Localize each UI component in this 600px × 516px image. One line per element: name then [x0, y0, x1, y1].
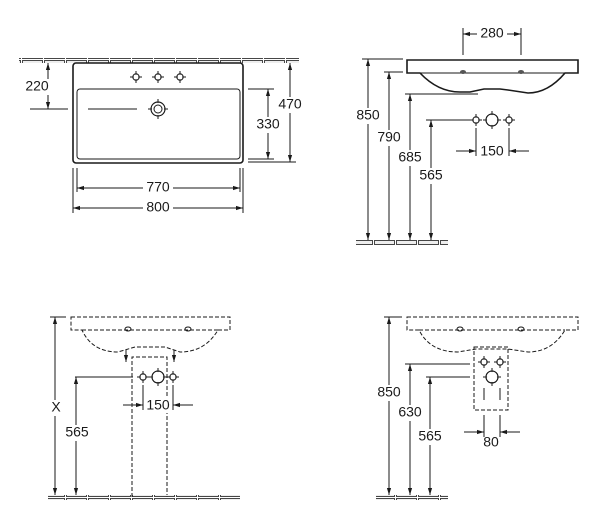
basin-outline-dashed — [70, 316, 231, 353]
wall-line — [19, 58, 299, 63]
dim-685-label: 685 — [398, 149, 422, 165]
basin-outline-dashed — [406, 316, 579, 353]
dim-850-label: 850 — [356, 107, 380, 123]
pedestal-dashed — [131, 356, 168, 497]
basin-profile — [406, 59, 579, 94]
dim-80-label: 80 — [483, 434, 499, 450]
dim-770-label: 770 — [146, 179, 170, 195]
dim-630-label: 630 — [398, 404, 422, 420]
dim-220-label: 220 — [25, 78, 49, 94]
outlet-connection-icon — [482, 110, 502, 130]
dim-330-label: 330 — [256, 116, 280, 132]
tap-hole-icon — [129, 70, 143, 84]
drain-icon — [148, 99, 168, 119]
dim-790-label: 790 — [377, 129, 401, 145]
floor-line — [48, 495, 240, 500]
outlet-connection-icon — [148, 367, 168, 387]
supply-connection-icon — [469, 113, 483, 127]
top-view: 220 470 330 770 800 — [19, 58, 304, 216]
floor-line — [376, 495, 448, 500]
dim-850-label: 850 — [377, 384, 401, 400]
tap-hole-icon — [151, 70, 165, 84]
supply-connection-icon — [136, 370, 150, 384]
dim-150-label: 150 — [480, 143, 504, 159]
dim-565-label: 565 — [65, 424, 89, 440]
front-siphon-view: 850 630 565 80 — [375, 316, 579, 500]
supply-connection-icon — [166, 370, 180, 384]
dim-150-label: 150 — [146, 397, 170, 413]
tap-hole-icon — [173, 70, 187, 84]
floor-line — [356, 240, 448, 245]
dim-x-label: X — [51, 399, 61, 415]
supply-connection-icon — [477, 355, 491, 369]
side-view: 280 850 790 685 565 150 — [355, 25, 579, 245]
dim-280-label: 280 — [480, 25, 504, 41]
dim-565-label: 565 — [419, 167, 443, 183]
dim-800-label: 800 — [146, 199, 170, 215]
front-pedestal-view: X 565 150 — [48, 316, 240, 500]
supply-connection-icon — [502, 113, 516, 127]
bowl-outline — [76, 88, 241, 160]
supply-connection-icon — [493, 355, 507, 369]
dim-470-label: 470 — [278, 96, 302, 112]
outlet-connection-icon — [482, 367, 502, 387]
basin-outline — [72, 62, 244, 164]
dim-565-label: 565 — [418, 428, 442, 444]
siphon-cover-dashed — [473, 346, 509, 411]
